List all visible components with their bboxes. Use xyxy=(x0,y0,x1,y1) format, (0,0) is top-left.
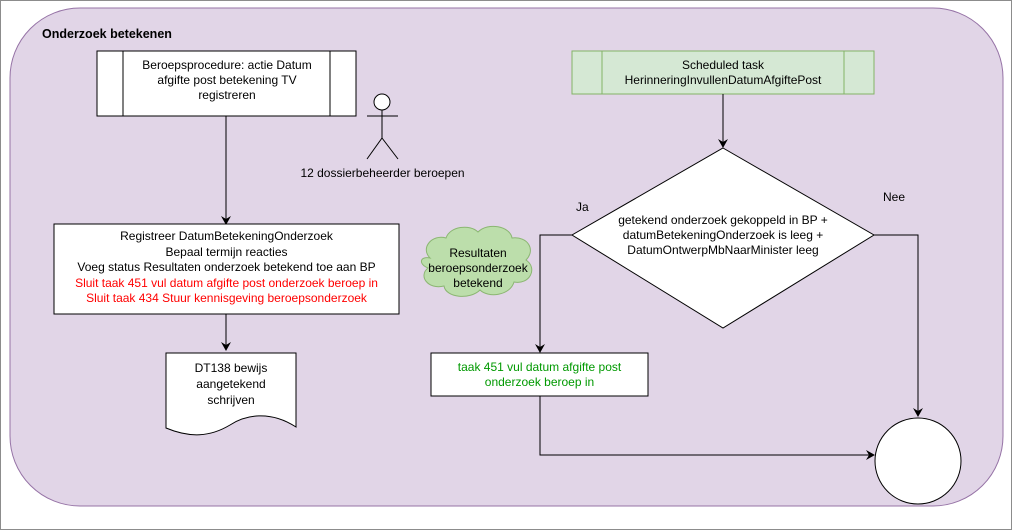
task-451-box[interactable] xyxy=(430,352,649,397)
decision-diamond[interactable] xyxy=(571,147,875,329)
register-line-red: Sluit taak 451 vul datum afgifte post on… xyxy=(75,275,378,290)
flow-yes xyxy=(535,234,572,353)
document-label: DT138 bewijs aangetekend schrijven xyxy=(166,360,296,408)
document-line: schrijven xyxy=(207,393,255,407)
cloud-line: beroepsonderzoek xyxy=(428,261,528,275)
cloud-shape xyxy=(421,225,533,297)
register-step-box[interactable] xyxy=(53,223,400,315)
process-start-line: Beroepsprocedure: actie Datum xyxy=(142,58,312,72)
task-451-line: onderzoek beroep in xyxy=(484,375,595,389)
register-line: Voeg status Resultaten onderzoek beteken… xyxy=(77,260,376,274)
decision-no-label: Nee xyxy=(883,190,906,204)
document-line: DT138 bewijs xyxy=(194,361,268,375)
scheduled-task-label: Scheduled task HerinneringInvullenDatumA… xyxy=(602,58,844,88)
actor-icon xyxy=(366,93,399,160)
scheduled-task-line: HerinneringInvullenDatumAfgiftePost xyxy=(624,73,822,87)
cloud-label: Resultaten beroepsonderzoek betekend xyxy=(418,246,538,291)
task-451-label: taak 451 vul datum afgifte post onderzoe… xyxy=(431,360,648,390)
decision-line: datumBetekeningOnderzoek is leeg + xyxy=(622,228,824,242)
process-start-line: registreren xyxy=(198,88,256,102)
register-line: Registreer DatumBetekeningOnderzoek xyxy=(120,229,333,243)
document-line: aangetekend xyxy=(196,377,266,391)
scheduled-task-box[interactable] xyxy=(571,50,875,95)
cloud-line: Resultaten xyxy=(449,246,507,260)
decision-line: getekend onderzoek gekoppeld in BP + xyxy=(618,213,828,227)
container-title: Onderzoek betekenen xyxy=(42,27,172,41)
actor-label: 12 dossierbeheerder beroepen xyxy=(300,166,465,180)
document-shape[interactable] xyxy=(165,352,297,436)
decision-yes-label: Ja xyxy=(576,200,589,214)
end-event-circle[interactable] xyxy=(874,417,962,505)
register-line-red: Sluit taak 434 Stuur kennisgeving beroep… xyxy=(86,291,367,305)
register-line: Bepaal termijn reacties xyxy=(165,244,288,259)
flow-task-to-end xyxy=(539,396,875,460)
process-start-line: afgifte post betekening TV xyxy=(157,73,297,87)
flow-no xyxy=(874,234,923,417)
process-start-box[interactable] xyxy=(96,50,357,117)
task-451-line: taak 451 vul datum afgifte post xyxy=(457,360,622,374)
process-start-label: Beroepsprocedure: actie Datum afgifte po… xyxy=(124,58,330,103)
decision-line: DatumOntwerpMbNaarMinister leeg xyxy=(627,243,819,257)
scheduled-task-line: Scheduled task xyxy=(681,58,765,72)
register-step-label: Registreer DatumBetekeningOnderzoek Bepa… xyxy=(54,229,399,307)
decision-label: getekend onderzoek gekoppeld in BP + dat… xyxy=(600,213,846,258)
cloud-line: betekend xyxy=(453,276,503,290)
